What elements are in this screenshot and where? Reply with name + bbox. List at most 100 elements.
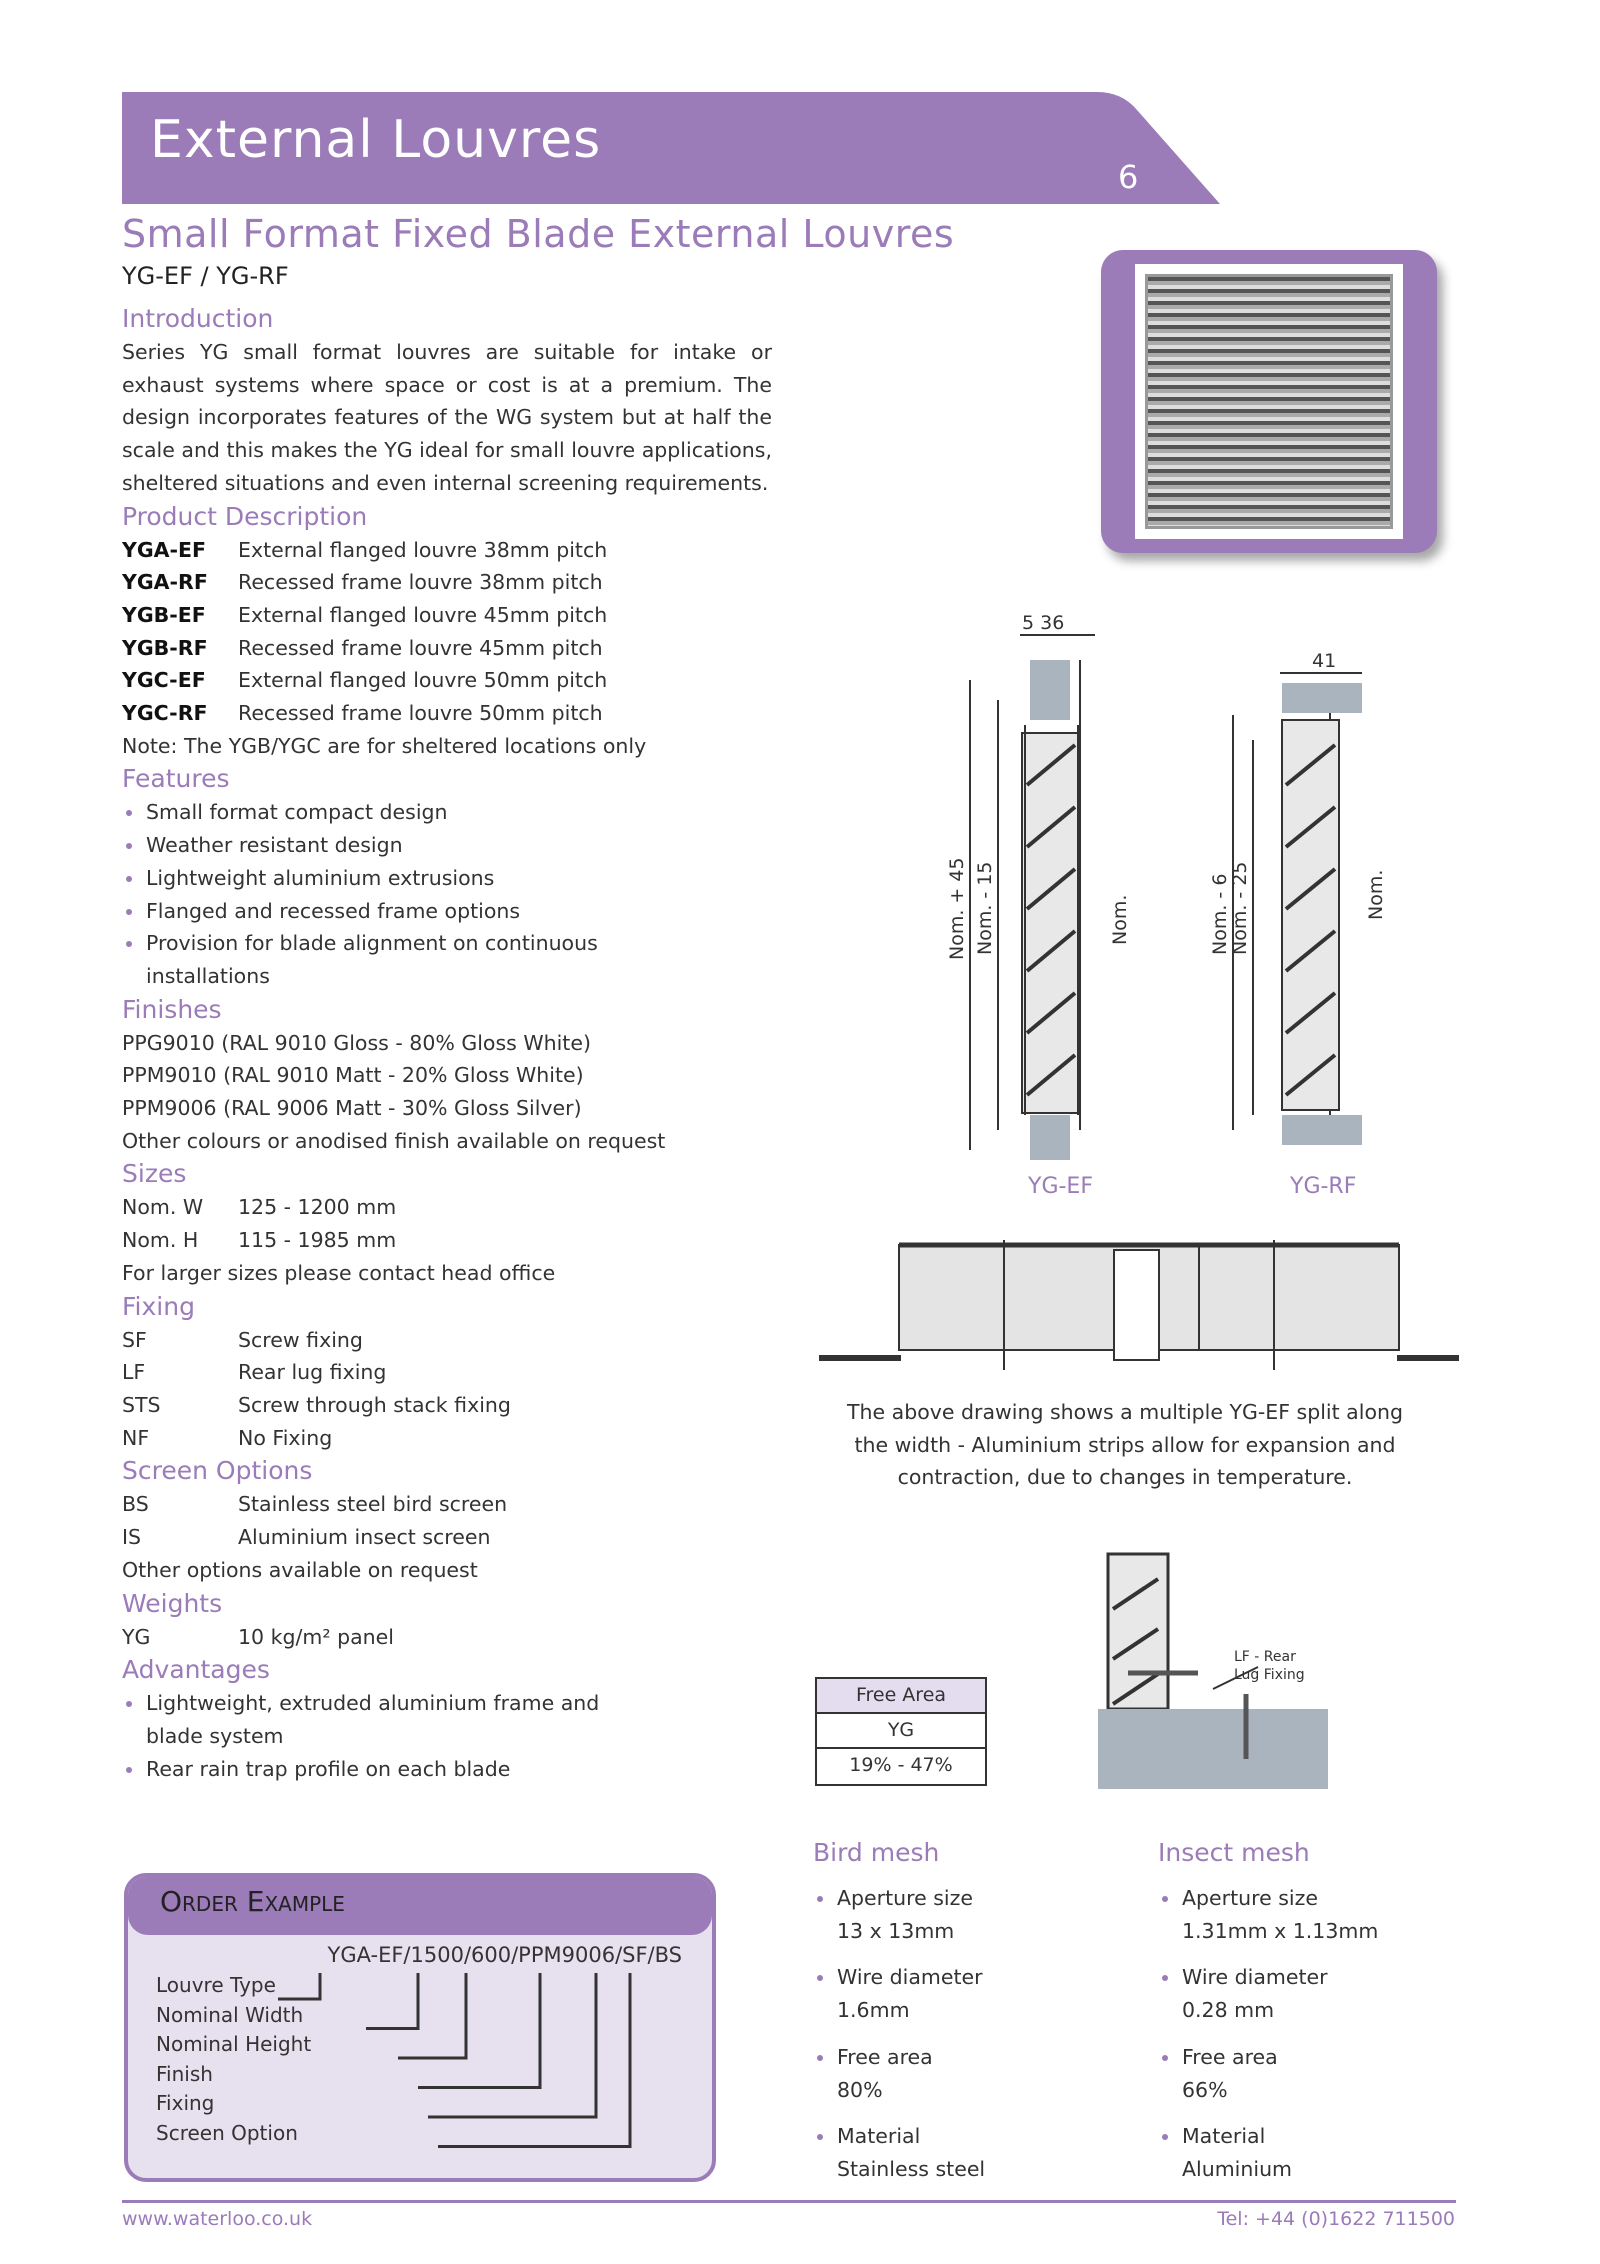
product-row: YGB-EF External flanged louvre 45mm pitch bbox=[122, 599, 772, 632]
product-row: YGA-EF External flanged louvre 38mm pitch bbox=[122, 534, 772, 567]
sizes-heading: Sizes bbox=[122, 1159, 187, 1189]
mesh-label: Material bbox=[1182, 2124, 1266, 2149]
product-desc: Recessed frame louvre 45mm pitch bbox=[238, 635, 603, 660]
lug-label-2: Lug Fixing bbox=[1234, 1667, 1305, 1683]
mesh-value: 13 x 13mm bbox=[837, 1918, 955, 1943]
sizes-note: For larger sizes please contact head off… bbox=[122, 1260, 556, 1285]
mesh-label: Wire diameter bbox=[837, 1965, 983, 1990]
footer-phone: Tel: +44 (0)1622 711500 bbox=[1217, 2208, 1455, 2230]
product-desc: External flanged louvre 45mm pitch bbox=[238, 602, 608, 627]
feature-item: Provision for blade alignment on continu… bbox=[122, 927, 642, 992]
advantages-heading: Advantages bbox=[122, 1655, 270, 1685]
free-area-model: YG bbox=[817, 1714, 985, 1749]
order-label: Nominal Height bbox=[156, 2032, 312, 2056]
finish-item: PPG9010 (RAL 9010 Gloss - 80% Gloss Whit… bbox=[122, 1030, 591, 1055]
row-value: Aluminium insect screen bbox=[238, 1525, 491, 1550]
row-value: Stainless steel bird screen bbox=[238, 1492, 508, 1517]
lug-label-1: LF - Rear bbox=[1234, 1649, 1296, 1665]
row-key: IS bbox=[122, 1525, 142, 1550]
product-desc: External flanged louvre 38mm pitch bbox=[238, 537, 608, 562]
order-example-box: Order Example YGA-EF/1500/600/PPM9006/SF… bbox=[124, 1873, 716, 2182]
finish-item: PPM9006 (RAL 9006 Matt - 30% Gloss Silve… bbox=[122, 1096, 582, 1121]
feature-item: Weather resistant design bbox=[122, 829, 642, 862]
screen-options-row: BS Stainless steel bird screen bbox=[122, 1488, 772, 1521]
row-value: 10 kg/m² panel bbox=[238, 1624, 394, 1649]
mesh-label: Free area bbox=[1182, 2044, 1278, 2069]
mesh-value: 1.31mm x 1.13mm bbox=[1182, 1918, 1379, 1943]
product-description-heading: Product Description bbox=[122, 501, 368, 531]
finish-item: Other colours or anodised finish availab… bbox=[122, 1128, 666, 1153]
fixing-heading: Fixing bbox=[122, 1291, 195, 1321]
advantage-item: Lightweight, extruded aluminium frame an… bbox=[122, 1687, 602, 1752]
row-key: LF bbox=[122, 1360, 146, 1385]
insect-mesh-heading: Insect mesh bbox=[1158, 1838, 1310, 1867]
lug-fixing-drawing: LF - Rear Lug Fixing bbox=[1098, 1552, 1328, 1789]
rf-top-dimension: 41 bbox=[1312, 650, 1336, 672]
mesh-label: Wire diameter bbox=[1182, 1965, 1328, 1990]
product-code: YGB-EF bbox=[122, 602, 206, 627]
footer-website[interactable]: www.waterloo.co.uk bbox=[122, 2208, 313, 2230]
rf-dim-2: Nom. - 25 bbox=[1229, 862, 1251, 956]
features-heading: Features bbox=[122, 764, 230, 794]
mesh-item: Aperture size 1.31mm x 1.13mm bbox=[1158, 1882, 1458, 1947]
fixing-row: LF Rear lug fixing bbox=[122, 1356, 772, 1389]
introduction-text: Series YG small format louvres are suita… bbox=[122, 340, 772, 495]
order-label: Louvre Type bbox=[156, 1973, 276, 1997]
row-key: STS bbox=[122, 1392, 161, 1417]
screen-options-row: IS Aluminium insect screen bbox=[122, 1521, 772, 1554]
product-code: YGA-EF bbox=[122, 537, 207, 562]
louvre-photo bbox=[1145, 274, 1393, 529]
page-number: 6 bbox=[1118, 158, 1139, 196]
product-code: YGA-RF bbox=[122, 570, 208, 595]
advantage-item: Rear rain trap profile on each blade bbox=[122, 1753, 602, 1786]
row-value: Rear lug fixing bbox=[238, 1360, 387, 1385]
footer-divider bbox=[122, 2200, 1456, 2203]
product-photo-frame bbox=[1101, 250, 1437, 553]
mesh-value: 66% bbox=[1182, 2077, 1228, 2102]
mesh-value: 80% bbox=[837, 2077, 883, 2102]
mesh-item: Free area 66% bbox=[1158, 2041, 1458, 2106]
screen-options-note: Other options available on request bbox=[122, 1557, 478, 1582]
left-column: Introduction Series YG small format louv… bbox=[122, 302, 772, 1785]
product-desc: External flanged louvre 50mm pitch bbox=[238, 668, 608, 693]
row-key: SF bbox=[122, 1327, 147, 1352]
order-label: Finish bbox=[156, 2061, 213, 2086]
feature-item: Small format compact design bbox=[122, 796, 642, 829]
finishes-list: PPG9010 (RAL 9010 Gloss - 80% Gloss Whit… bbox=[122, 1027, 772, 1158]
mesh-value: Aluminium bbox=[1182, 2156, 1293, 2181]
product-note: Note: The YGB/YGC are for sheltered loca… bbox=[122, 733, 647, 758]
page-title: External Louvres bbox=[150, 110, 602, 170]
mesh-value: Stainless steel bbox=[837, 2156, 986, 2181]
order-label: Screen Option bbox=[156, 2120, 298, 2145]
row-key: BS bbox=[122, 1492, 149, 1517]
multiple-split-drawing bbox=[819, 1240, 1459, 1370]
free-area-value: 19% - 47% bbox=[849, 1754, 953, 1776]
bird-mesh-heading: Bird mesh bbox=[813, 1838, 940, 1867]
row-key: Nom. W bbox=[122, 1195, 204, 1220]
product-code: YGC-RF bbox=[122, 701, 208, 726]
advantages-list: Lightweight, extruded aluminium frame an… bbox=[122, 1687, 602, 1785]
feature-item: Lightweight aluminium extrusions bbox=[122, 862, 642, 895]
drawing-caption: The above drawing shows a multiple YG-EF… bbox=[846, 1400, 1403, 1490]
mesh-label: Aperture size bbox=[1182, 1886, 1318, 1910]
weights-heading: Weights bbox=[122, 1588, 223, 1618]
yg-rf-label: YG-RF bbox=[1290, 1174, 1357, 1199]
section-drawings: 5 36 41 Nom. + 45 Nom. - 15 Nom. Nom. - … bbox=[946, 615, 1387, 1160]
yg-ef-label: YG-EF bbox=[1028, 1174, 1093, 1199]
introduction-heading: Introduction bbox=[122, 304, 274, 333]
